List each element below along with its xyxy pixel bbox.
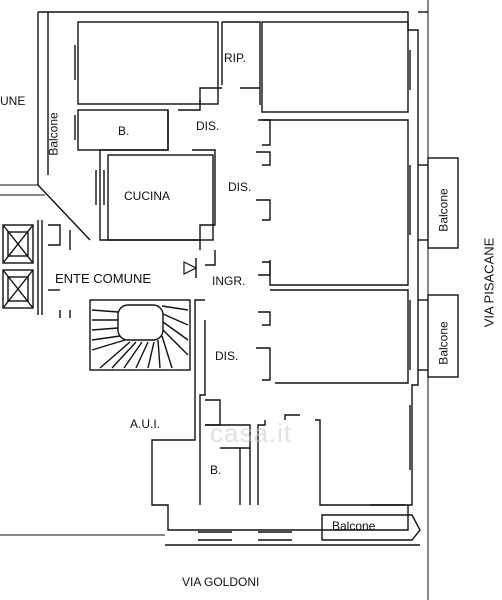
label-balcone-right-bottom: Balcone [436, 321, 451, 365]
label-bagno-top: B. [118, 124, 130, 138]
room-rip [222, 21, 261, 105]
room-mid-right [262, 119, 409, 286]
label-dis-top: DIS. [196, 119, 220, 133]
room-low-right [270, 289, 409, 384]
label-dis-mid: DIS. [228, 180, 252, 194]
label-rip: RIP. [224, 51, 246, 65]
staircase [89, 299, 191, 371]
label-balcone-right-top: Balcone [436, 188, 451, 232]
room-top-left [77, 21, 219, 105]
entrance-arrow [183, 261, 198, 275]
label-cut-left: UNE [0, 94, 26, 108]
label-bagno-low: B. [210, 463, 222, 477]
elevator-1 [2, 224, 34, 264]
label-ente-comune: ENTE COMUNE [55, 271, 152, 286]
label-cucina: CUCINA [124, 189, 171, 203]
watermark-logo: casa.it [210, 418, 293, 448]
balcone-bottom-shape [321, 514, 421, 541]
label-balcone-bottom: Balcone [332, 519, 376, 533]
label-dis-low: DIS. [215, 349, 239, 363]
label-ingr: INGR. [212, 274, 246, 288]
outer-wall [38, 11, 419, 531]
room-cucina [107, 154, 214, 241]
room-top-right [261, 21, 409, 113]
label-via-pisacane: VIA PISACANE [481, 237, 497, 328]
label-balcone-left: Balcone [46, 112, 61, 156]
elevator-2 [2, 269, 34, 309]
label-aui: A.U.I. [130, 417, 161, 431]
label-via-goldoni: VIA GOLDONI [182, 575, 260, 589]
